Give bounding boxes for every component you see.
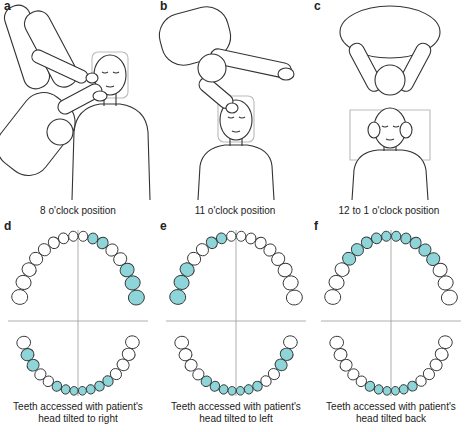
panel-caption: Teeth accessed with patient's head tilte… [164, 401, 308, 424]
accessed-tooth [78, 386, 87, 395]
clinician-hand [93, 91, 107, 101]
accessed-tooth [169, 288, 187, 305]
panel-caption: 8 o'clock position [3, 205, 153, 217]
patient-body [72, 104, 150, 200]
accessed-tooth [370, 232, 383, 246]
patient-body [198, 145, 274, 200]
clinician-hand [278, 68, 294, 80]
midline [78, 230, 79, 396]
panel-c-illustration [340, 6, 440, 200]
occlusal-line [8, 321, 148, 322]
panel-a-illustration [0, 2, 150, 200]
tooth [226, 231, 236, 242]
clinician-arm [30, 48, 90, 85]
tooth [174, 335, 190, 350]
clinician-hand [400, 122, 412, 138]
accessed-tooth [373, 384, 384, 395]
tooth [285, 289, 303, 306]
tooth [236, 231, 246, 242]
tooth [324, 288, 342, 305]
accessed-tooth [60, 384, 71, 395]
clinician-head [375, 65, 405, 95]
tooth [124, 335, 140, 350]
tooth [11, 288, 29, 305]
arch-axes [8, 230, 461, 396]
panel-caption: 11 o'clock position [160, 205, 310, 217]
midline [236, 230, 237, 396]
accessed-tooth [236, 386, 245, 395]
tooth [78, 231, 88, 242]
clinician-hand [368, 122, 380, 138]
tooth [281, 274, 300, 292]
panel-letter: c [314, 0, 334, 14]
patient-face [382, 126, 399, 140]
patient-face [102, 72, 119, 87]
tooth [68, 231, 78, 242]
patient-face [228, 117, 245, 132]
panel-letter: f [314, 220, 334, 234]
clinician-head [198, 54, 226, 82]
accessed-tooth [391, 231, 401, 242]
tooth [440, 289, 458, 306]
occlusal-line [166, 321, 306, 322]
panel-caption: Teeth accessed with patient's head tilte… [6, 401, 150, 424]
panel-letter: e [160, 220, 180, 234]
tooth [436, 274, 455, 292]
accessed-tooth [391, 386, 400, 395]
clinician-hand [86, 73, 98, 83]
panel-letter: d [4, 220, 24, 234]
tooth [57, 232, 70, 246]
accessed-tooth [383, 386, 392, 395]
accessed-tooth [218, 384, 229, 395]
accessed-tooth [127, 289, 145, 306]
clinician-hand [226, 103, 238, 113]
panel-caption: 12 to 1 o'clock position [314, 205, 464, 217]
dental-arches [11, 231, 459, 396]
panel-letter: a [4, 0, 24, 14]
midline [391, 230, 392, 396]
accessed-tooth [123, 274, 142, 292]
patient-body [352, 150, 428, 200]
panel-b-illustration [154, 2, 294, 200]
accessed-tooth [228, 386, 237, 395]
accessed-tooth [381, 231, 391, 242]
tooth [329, 335, 345, 350]
accessed-tooth [70, 386, 79, 395]
occlusal-line [321, 321, 461, 322]
tooth [437, 335, 453, 350]
tooth [282, 335, 298, 350]
accessed-tooth [215, 232, 228, 246]
panel-letter: b [160, 0, 180, 14]
tooth [16, 335, 32, 350]
panel-caption: Teeth accessed with patient's head tilte… [319, 401, 463, 424]
clinician-head [47, 119, 73, 145]
